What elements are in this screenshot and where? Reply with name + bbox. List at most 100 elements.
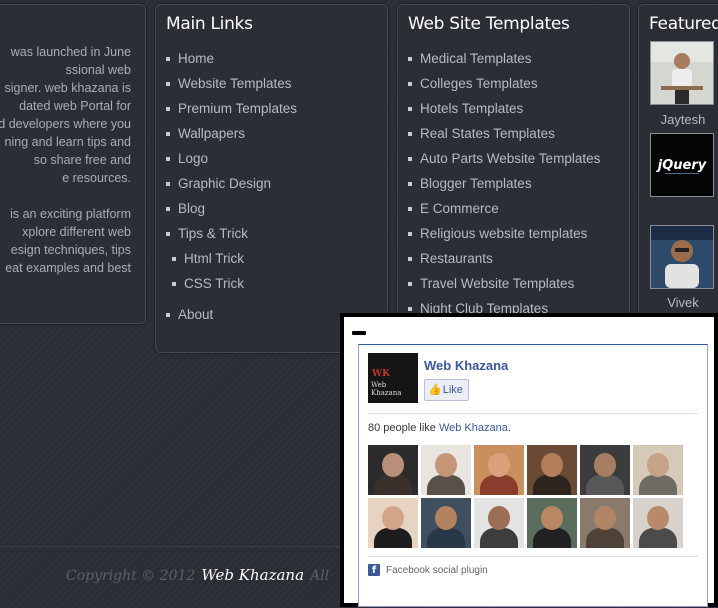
footer-brand-link[interactable]: Web Khazana [201,566,305,584]
fan-avatar[interactable] [633,445,683,495]
bullet-icon [408,107,412,111]
page-name-link[interactable]: Web Khazana [424,358,509,373]
template-link[interactable]: Hotels Templates [408,98,600,123]
avatar-head [541,453,563,477]
page-logo[interactable]: WK Web Khazana [368,353,418,403]
template-link[interactable]: Restaurants [408,248,600,273]
main-link-premium-templates[interactable]: Premium Templates [166,98,297,123]
main-link-blog[interactable]: Blog [166,198,297,223]
about-text: was launched in June ssional web signer.… [0,43,141,277]
main-link-logo[interactable]: Logo [166,148,297,173]
main-link-home[interactable]: Home [166,48,297,73]
link-label: Wallpapers [178,126,246,141]
about-line: was launched in June [10,45,131,59]
link-label: Restaurants [420,251,493,266]
bullet-icon [408,82,412,86]
templates-panel: Web Site Templates Medical Templates Col… [397,4,630,326]
like-label: Like [442,384,463,396]
fan-avatar[interactable] [633,498,683,548]
minimize-icon[interactable] [352,331,366,335]
featured-photo-jquery[interactable]: jQuery [650,133,714,197]
fan-avatar[interactable] [474,445,524,495]
person-photo-icon [651,226,713,288]
fan-avatar[interactable] [527,445,577,495]
main-link-about[interactable]: About [166,304,297,329]
link-label: About [178,307,214,322]
main-links-list: Home Website Templates Premium Templates… [166,48,297,329]
fan-avatar[interactable] [421,498,471,548]
template-link[interactable]: Auto Parts Website Templates [408,148,600,173]
avatar-head [382,453,404,477]
template-link[interactable]: Colleges Templates [408,73,600,98]
facebook-icon: f [368,564,380,576]
about-line: signer. web khazana is [4,81,131,95]
main-link-wallpapers[interactable]: Wallpapers [166,123,297,148]
bullet-icon [166,107,170,111]
copyright-tail: All [310,568,330,584]
avatar-body [374,528,412,548]
facebook-popup-body: WK Web Khazana Web Khazana 👍 Like 80 peo… [344,317,714,607]
link-label: Medical Templates [420,51,532,66]
bullet-icon [408,282,412,286]
avatar-body [586,528,624,548]
bullet-icon [408,207,412,211]
featured-panel: Featured Jaytesh jQuery Vivek [638,4,718,326]
like-button[interactable]: 👍 Like [424,379,469,401]
main-link-tips-trick[interactable]: Tips & Trick [166,223,297,248]
template-link[interactable]: E Commerce [408,198,600,223]
facebook-like-box: WK Web Khazana Web Khazana 👍 Like 80 peo… [358,344,708,607]
template-link[interactable]: Real States Templates [408,123,600,148]
avatar-body [586,475,624,495]
bullet-icon [408,307,412,311]
bullet-icon [408,132,412,136]
bullet-icon [408,157,412,161]
about-line: d developers where you [0,117,131,131]
template-link[interactable]: Medical Templates [408,48,600,73]
template-link[interactable]: Travel Website Templates [408,273,600,298]
thumbs-up-icon: 👍 [428,384,442,396]
template-link[interactable]: Night Club Templates [408,298,600,323]
link-label: CSS Trick [184,276,245,291]
featured-photo-jaytesh[interactable] [650,41,714,105]
logo-text: WK [372,369,390,379]
fan-avatar[interactable] [580,498,630,548]
fan-avatar[interactable] [368,445,418,495]
svg-text:jQuery: jQuery [656,158,707,173]
avatar-head [594,506,616,530]
fan-avatar[interactable] [580,445,630,495]
link-label: Colleges Templates [420,76,538,91]
about-line: ssional web [65,63,131,77]
about-line: dated web Portal for [19,99,131,113]
count-prefix: 80 people like [368,422,439,434]
template-link[interactable]: Blogger Templates [408,173,600,198]
social-plugin-footer[interactable]: f Facebook social plugin [368,564,488,576]
fan-avatar[interactable] [474,498,524,548]
fan-avatar[interactable] [368,498,418,548]
jquery-logo-icon: jQuery [651,134,713,196]
link-label: Hotels Templates [420,101,524,116]
plugin-label: Facebook social plugin [386,564,488,576]
link-label: E Commerce [420,201,499,216]
link-label: Premium Templates [178,101,298,116]
page-link[interactable]: Web Khazana [438,422,508,434]
avatar-body [427,528,465,548]
bullet-icon [408,257,412,261]
fan-avatar[interactable] [421,445,471,495]
avatar-head [382,506,404,530]
avatar-body [639,475,677,495]
main-link-css-trick[interactable]: CSS Trick [166,273,297,298]
link-label: Auto Parts Website Templates [420,151,601,166]
main-link-graphic-design[interactable]: Graphic Design [166,173,297,198]
template-link[interactable]: Religious website templates [408,223,600,248]
like-count: 80 people like Web Khazana. [368,422,511,434]
bullet-icon [166,132,170,136]
link-label: Html Trick [184,251,244,266]
about-panel: was launched in June ssional web signer.… [0,4,146,324]
featured-photo-vivek[interactable] [650,225,714,289]
about-line: e resources. [62,171,131,185]
main-link-html-trick[interactable]: Html Trick [166,248,297,273]
bullet-icon [408,57,412,61]
main-link-website-templates[interactable]: Website Templates [166,73,297,98]
fan-avatar[interactable] [527,498,577,548]
link-label: Religious website templates [420,226,588,241]
